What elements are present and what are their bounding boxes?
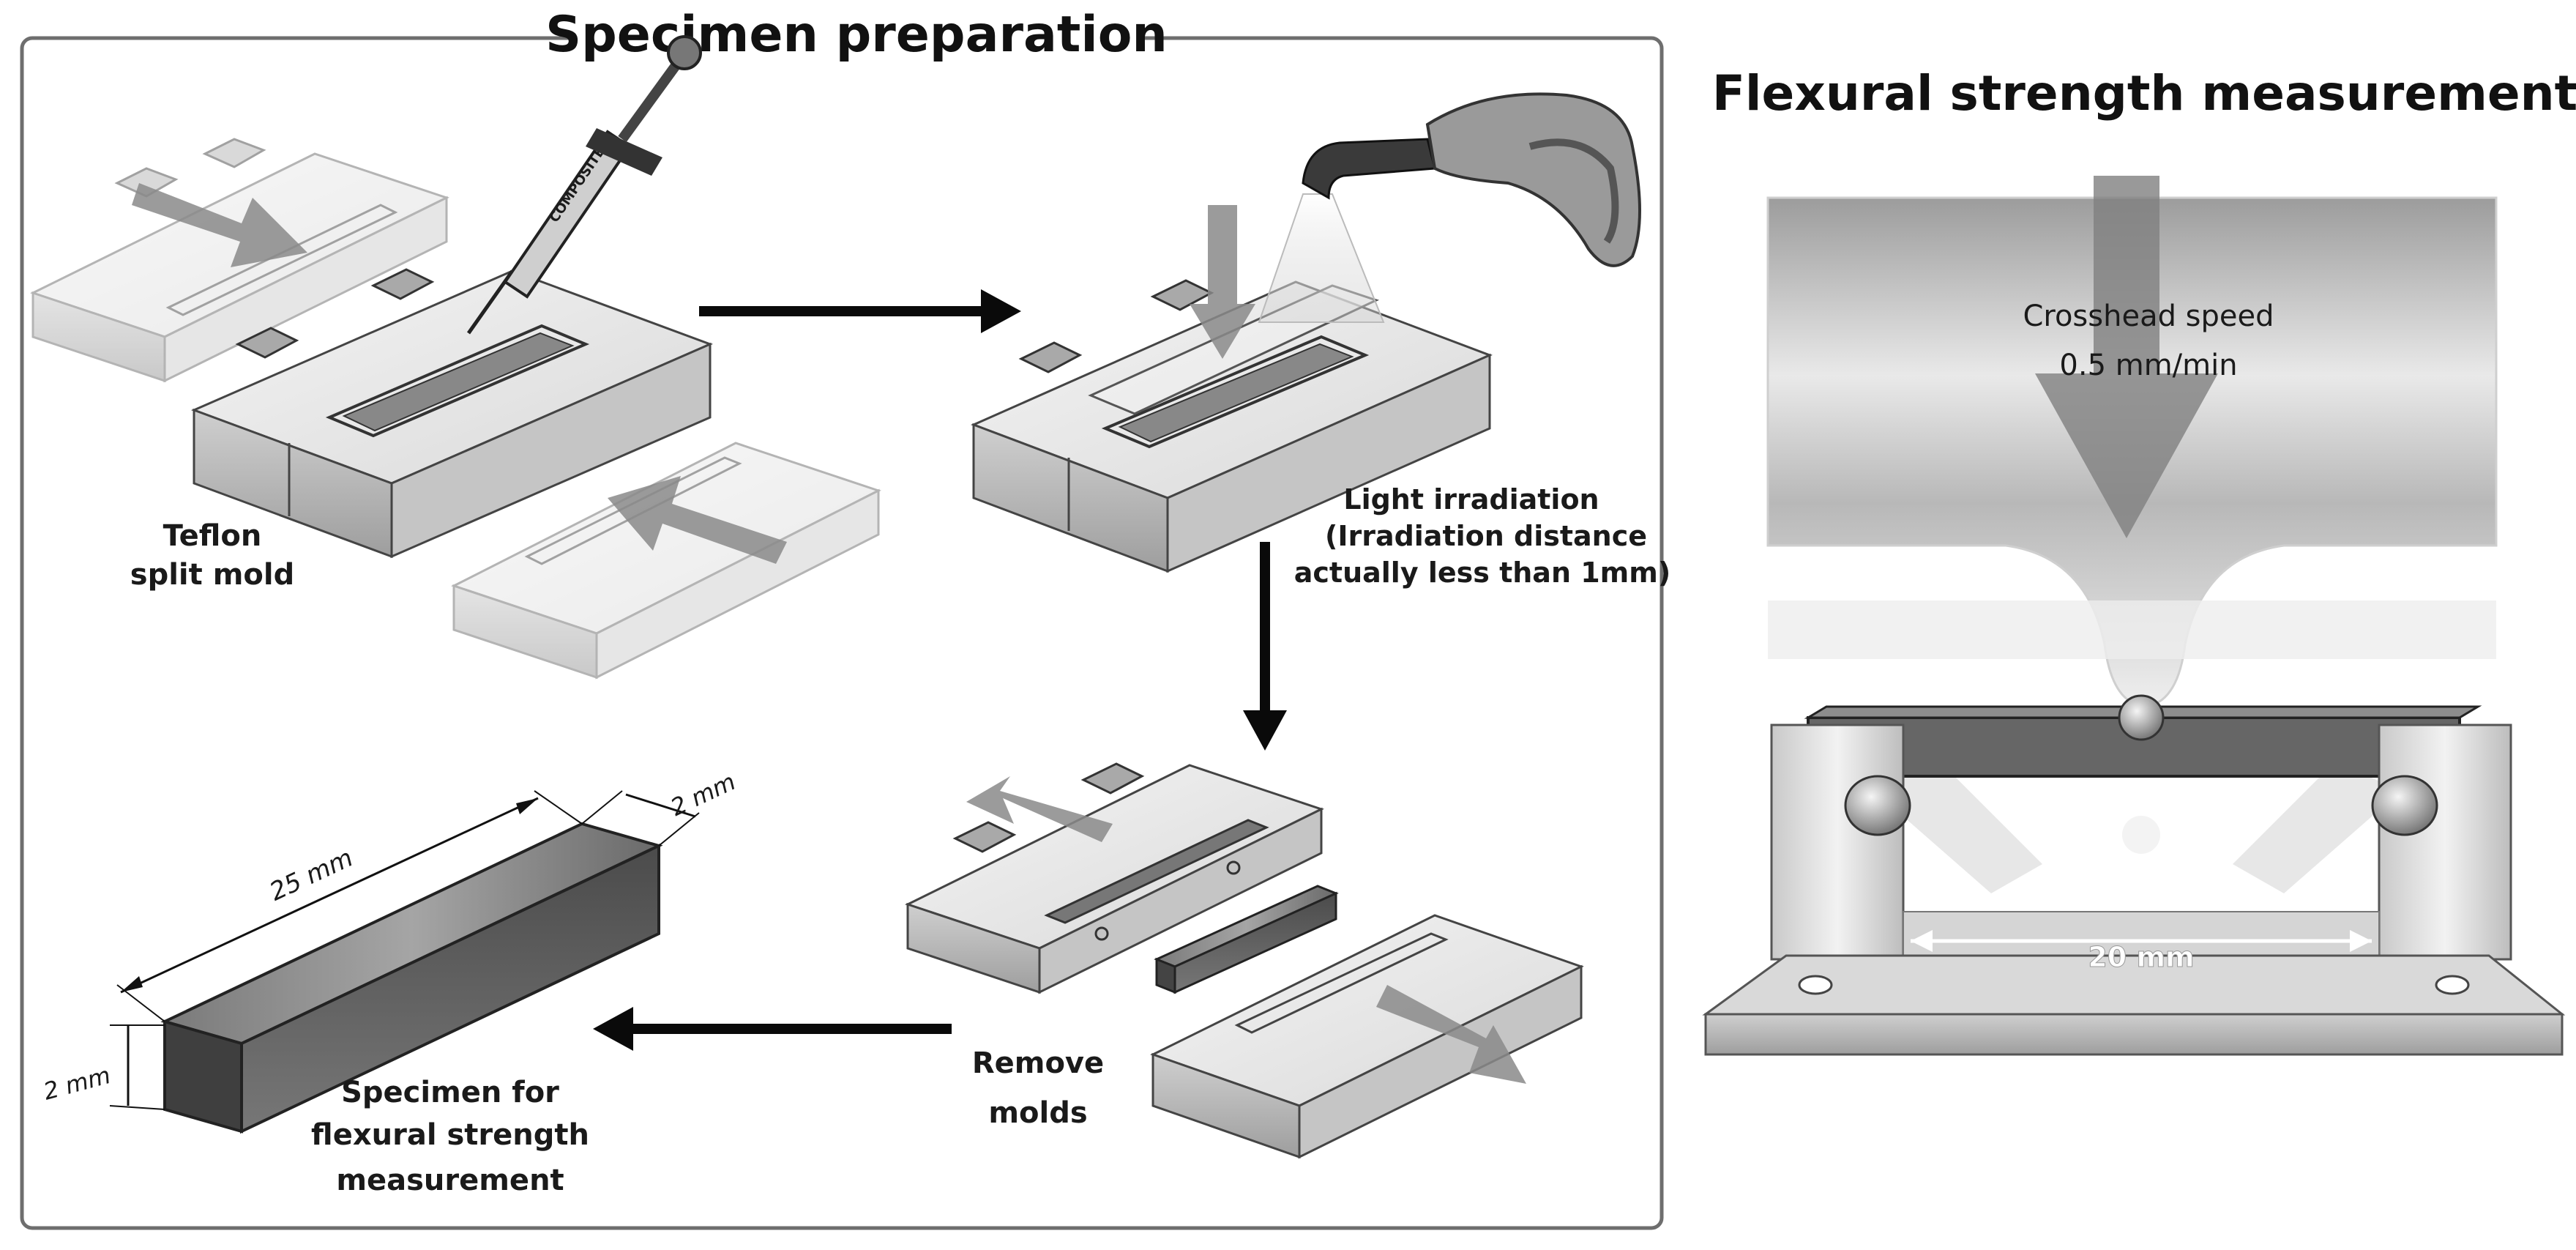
flow-arrow-down	[1243, 542, 1287, 751]
loading-arrow	[2035, 176, 2218, 538]
panel-title-backdrop	[571, 7, 1142, 66]
mold-irradiated	[971, 279, 1493, 573]
support-roller-right	[2371, 775, 2438, 836]
flow-arrow-right	[699, 289, 1021, 333]
specimen-label-line3: measurement	[336, 1164, 564, 1197]
loose-specimen	[1154, 885, 1339, 994]
step-remove-molds: Remove molds	[905, 762, 1584, 1159]
pull-arrow-lower	[1376, 985, 1526, 1084]
specimen-label-line2: flexural strength	[311, 1118, 589, 1152]
irradiation-label-line1: Light irradiation	[1343, 483, 1599, 516]
support-roller-left	[1844, 775, 1911, 836]
light-beam	[1258, 193, 1385, 323]
width-label: 2 mm	[666, 767, 739, 822]
irradiation-label-line3: actually less than 1mm)	[1294, 557, 1670, 589]
mold-main	[190, 268, 714, 559]
speed-label-line2: 0.5 mm/min	[2059, 349, 2237, 382]
height-label: 2 mm	[40, 1061, 113, 1106]
preparation-title: Specimen preparation	[545, 6, 1168, 64]
remove-label-line2: molds	[988, 1096, 1087, 1130]
specimen-bar	[160, 822, 663, 1134]
mold-half-upper	[905, 762, 1324, 994]
mold-label-line2: split mold	[130, 558, 294, 592]
measurement-title: Flexural strength measurement	[1712, 65, 2576, 122]
step-fill-mold: COMPOSITE Teflon split mold	[30, 35, 881, 680]
pull-arrow-upper	[966, 776, 1113, 842]
irradiation-label-line2: (Irradiation distance	[1325, 520, 1647, 552]
mold-half-back	[30, 138, 449, 383]
specimen-label-line1: Specimen for	[341, 1076, 559, 1109]
step-specimen: 25 mm 2 mm 2 mm Specimen for flexural st…	[40, 767, 739, 1197]
flow-arrow-left	[593, 1007, 952, 1051]
height-dimension: 2 mm	[40, 1024, 165, 1110]
measurement-panel: Flexural strength measurement Crosshead …	[1702, 65, 2576, 1056]
push-arrow-back	[132, 183, 307, 267]
speed-label-line1: Crosshead speed	[2023, 300, 2274, 333]
span-dimension: 20 mm	[1911, 930, 2372, 974]
ghost-support	[1874, 762, 2401, 893]
press-arrow	[1190, 205, 1255, 359]
curing-light-icon	[1302, 92, 1641, 267]
remove-label-line1: Remove	[972, 1046, 1104, 1080]
push-arrow-front	[608, 476, 787, 564]
loading-nose	[2118, 694, 2165, 741]
length-label: 25 mm	[265, 843, 357, 907]
mold-label-line1: Teflon	[163, 519, 262, 553]
span-label: 20 mm	[2088, 941, 2194, 973]
step-light-irradiation: Light irradiation (Irradiation distance …	[971, 92, 1670, 589]
preparation-panel: Specimen preparation	[20, 6, 1664, 1230]
crosshead-reflection	[1768, 600, 2496, 659]
support-fixture	[1702, 723, 2566, 1056]
mold-half-front	[451, 442, 881, 680]
mold-half-lower	[1150, 914, 1584, 1159]
